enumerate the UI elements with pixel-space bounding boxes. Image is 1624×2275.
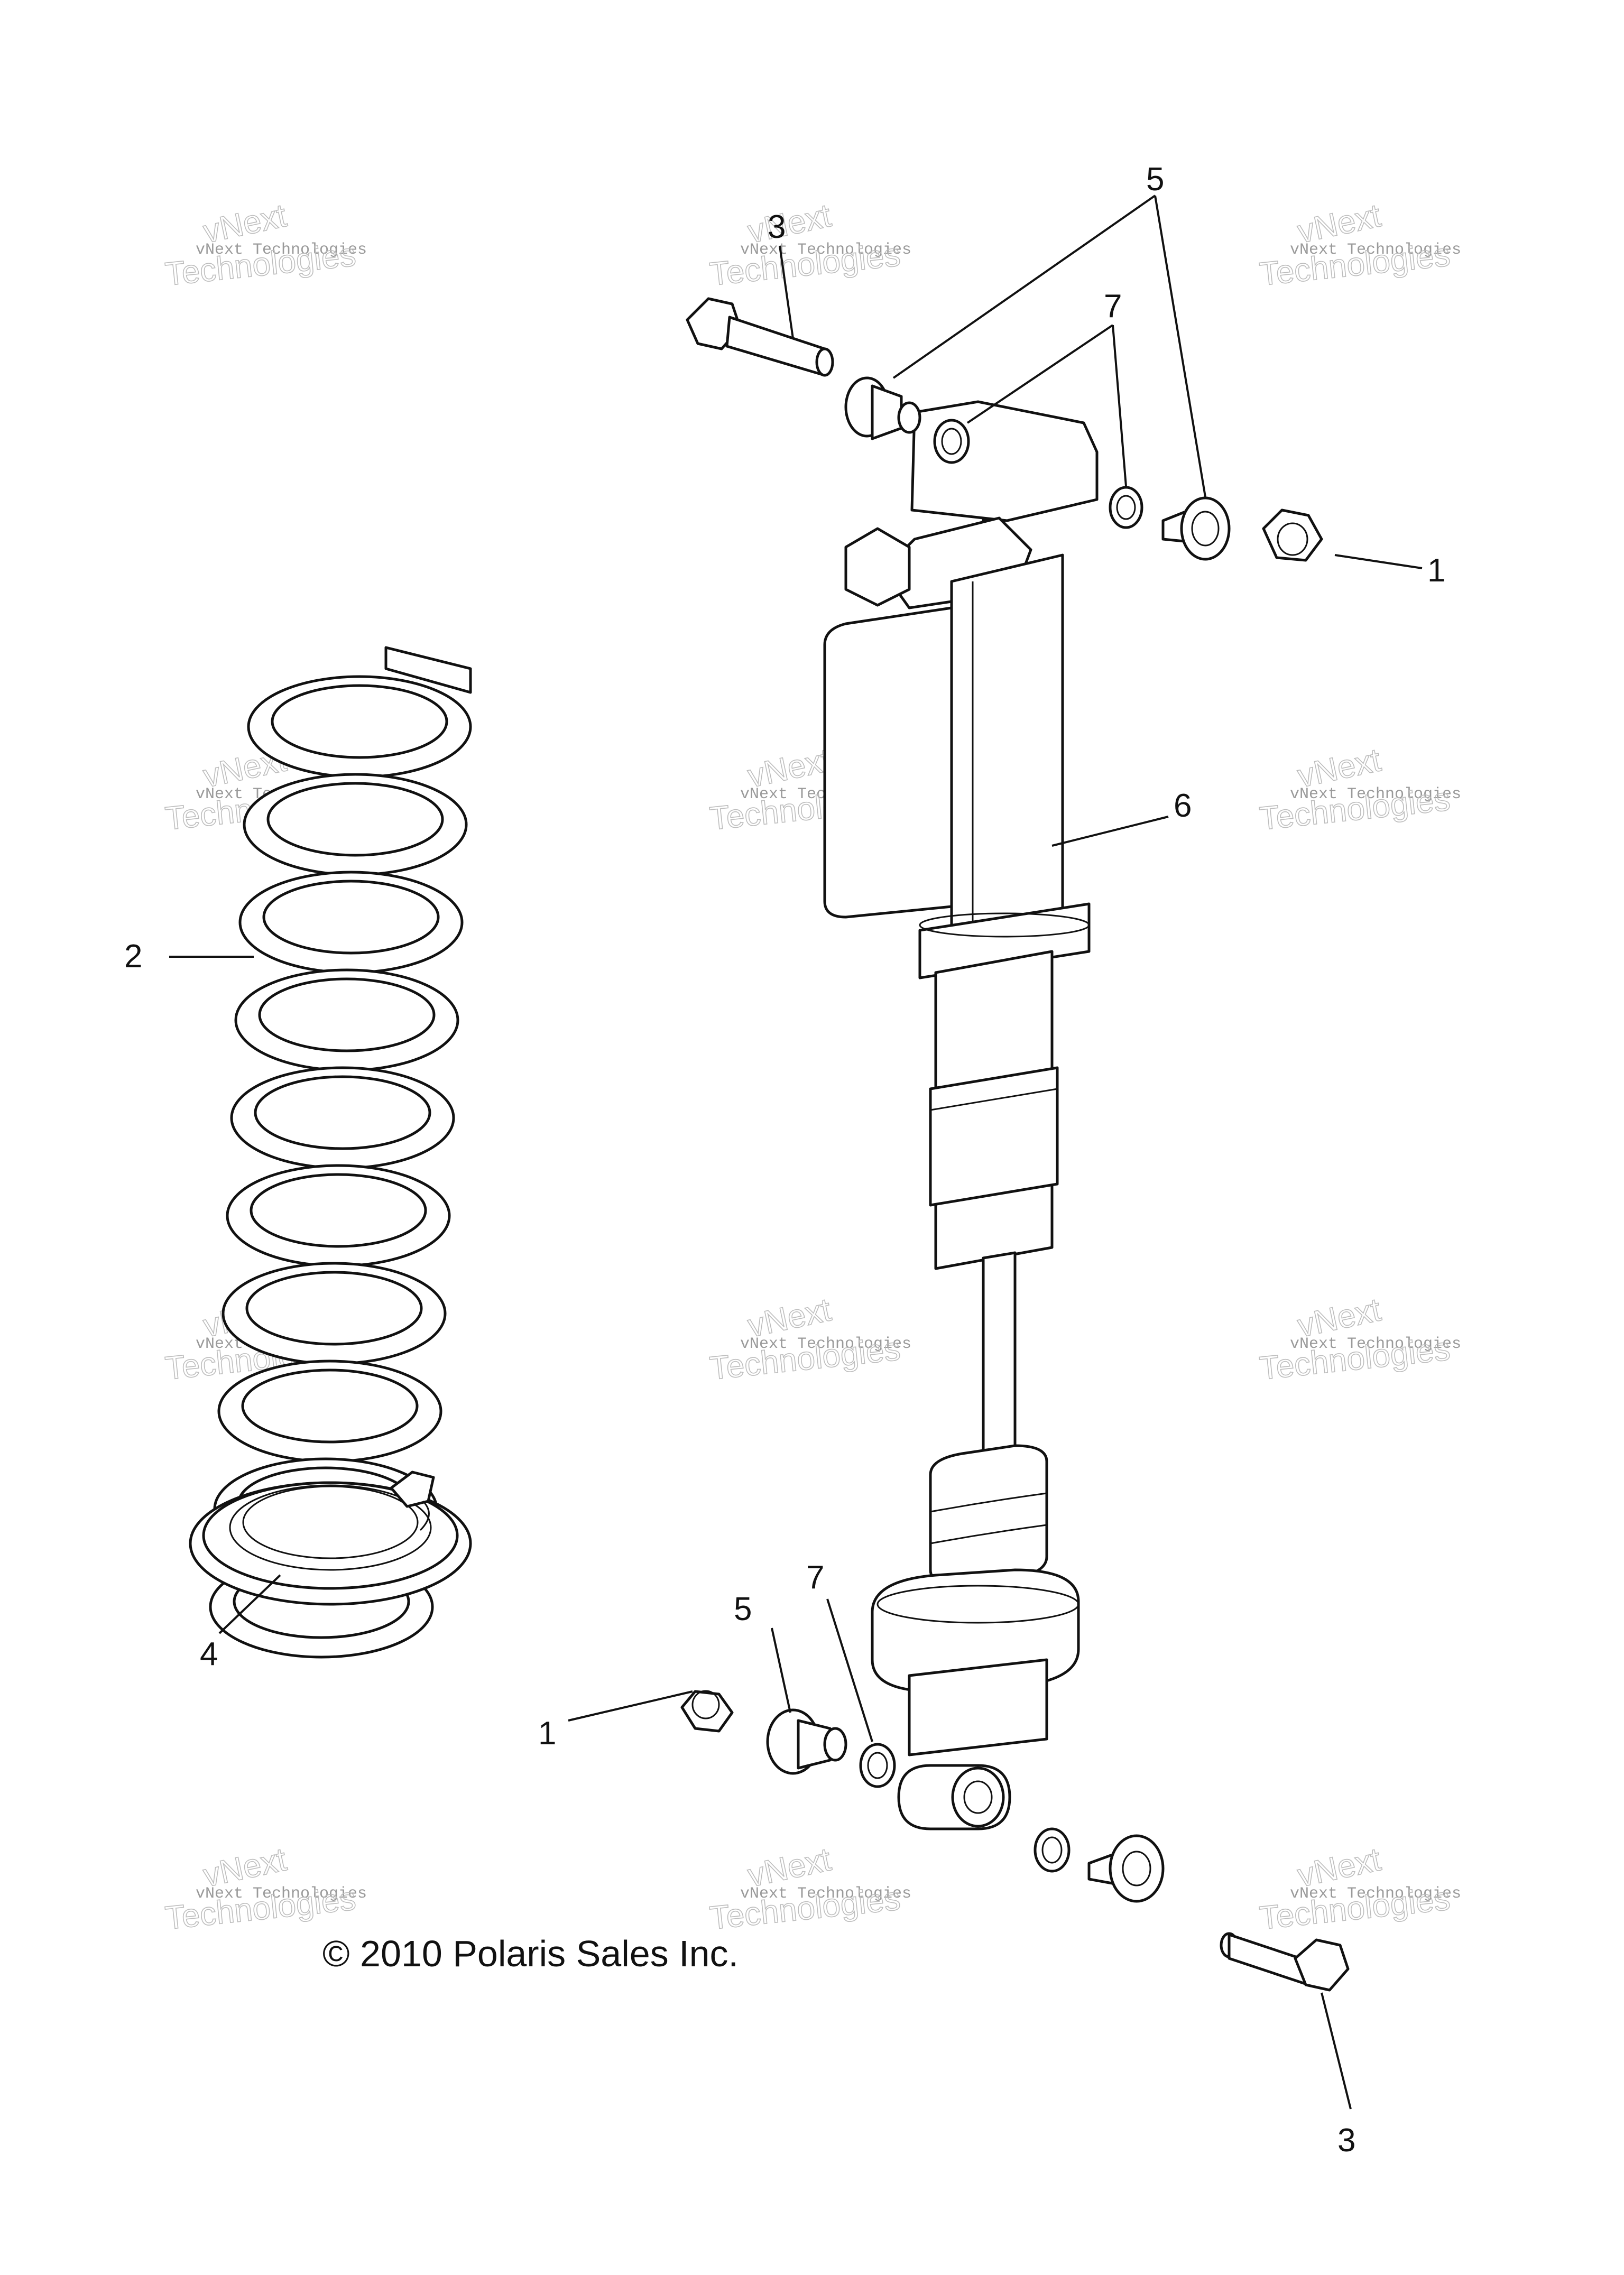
spring-coil-inner [262, 880, 440, 955]
nut-top [1262, 508, 1323, 562]
spring-coil-inner [241, 1368, 419, 1444]
bushing-top-right [1161, 496, 1231, 561]
watermark-text: vNext Technologies [1290, 1885, 1461, 1903]
callout-5-top: 5 [1146, 161, 1164, 198]
callout-4: 4 [200, 1636, 218, 1672]
spring-coil-inner [254, 1075, 431, 1150]
watermark-text: vNext Technologies [740, 241, 911, 259]
spring-coil-inner [245, 1271, 423, 1346]
callout-3-bottom: 3 [1337, 2122, 1355, 2159]
shock-absorber [823, 400, 1099, 1830]
washer-top-right [1109, 486, 1143, 529]
nut-bottom [680, 1690, 734, 1733]
watermark-text: vNext Technologies [740, 1885, 911, 1903]
spring-coil-inner [250, 1173, 427, 1248]
watermark-text: vNext Technologies [1290, 1335, 1461, 1353]
spring-coil-inner [266, 782, 444, 857]
callout-1-bottom: 1 [538, 1715, 556, 1752]
callout-2: 2 [124, 938, 142, 975]
callout-7-top: 7 [1104, 288, 1122, 325]
bushing-bottom-left [766, 1708, 847, 1775]
spring-end-tab [384, 646, 472, 694]
washer-bottom-right [1034, 1827, 1071, 1873]
spring-coil-inner [258, 977, 436, 1052]
watermark-text: vNext Technologies [196, 1885, 367, 1903]
bushing-top-left [844, 376, 921, 440]
watermark-text: vNext Technologies [196, 241, 367, 259]
leader-lines [169, 195, 1423, 2110]
washer-top-left [933, 419, 970, 464]
bolt-bottom [1220, 1932, 1350, 1992]
callout-5-bottom: 5 [734, 1591, 752, 1627]
callout-7-bottom: 7 [806, 1559, 824, 1596]
callout-6: 6 [1174, 788, 1192, 824]
callout-labels: 3 5 7 1 6 2 4 5 7 1 3 [124, 161, 1445, 2159]
coil-spring [209, 646, 472, 1659]
watermark-text: vNext Technologies [1290, 241, 1461, 259]
callout-1-top: 1 [1427, 552, 1445, 589]
bolt-top [686, 297, 834, 377]
bushing-bottom-right [1087, 1834, 1165, 1903]
watermark-text: vNext Technologies [1290, 785, 1461, 803]
copyright-notice: © 2010 Polaris Sales Inc. [322, 1933, 739, 1974]
watermark-text: vNext Technologies [740, 1335, 911, 1353]
callout-3-top: 3 [768, 209, 786, 245]
spring-seat [189, 1471, 472, 1606]
washer-bottom-left [859, 1743, 896, 1788]
spring-coil-inner [271, 684, 448, 759]
